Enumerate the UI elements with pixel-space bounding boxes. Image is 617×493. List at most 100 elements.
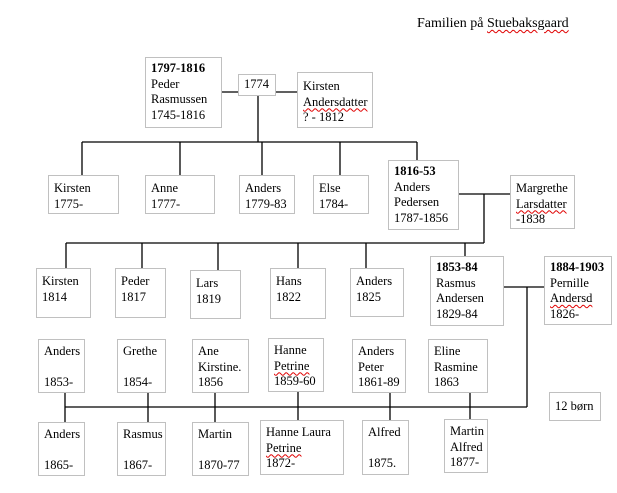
person-child: Alfred 1875.: [362, 420, 409, 475]
name-2: [123, 443, 165, 459]
name: Kirsten: [54, 181, 91, 195]
marriage-year: 1774: [238, 74, 276, 96]
name: Anders: [356, 274, 393, 288]
person-child: Grethe 1854-: [117, 339, 166, 393]
title-text: Familien på: [417, 16, 487, 31]
lifespan: 1859-60: [274, 374, 316, 388]
lifespan: 1870-77: [198, 458, 240, 472]
lifespan: 1779-83: [245, 196, 287, 211]
children-count: 12 børn: [549, 392, 601, 421]
name: Anders: [394, 179, 431, 194]
lifespan: 1865-: [44, 458, 74, 472]
lifespan: 1863: [434, 375, 459, 389]
lifespan: 1875.: [368, 456, 397, 470]
name: Pernille: [550, 275, 589, 290]
person-child: Anders 1853-: [38, 339, 85, 393]
birth-year: 1819: [196, 291, 221, 306]
surname: Andersd: [550, 291, 593, 305]
lifespan: 1872-: [266, 456, 296, 470]
name: Hanne Laura: [266, 425, 331, 439]
name-2: Kirstine.: [198, 359, 242, 374]
surname: Andersdatter: [303, 94, 368, 109]
person-kirsten-andersdatter: Kirsten Andersdatter ? - 1812: [297, 72, 373, 128]
lifespan: 1877-: [450, 455, 480, 469]
surname: Rasmussen: [151, 92, 208, 106]
name: Eline: [434, 344, 461, 358]
tenure-period: 1853-84: [436, 260, 478, 274]
name-2: Petrine: [274, 358, 310, 373]
name: Grethe: [123, 344, 158, 358]
name: Anne: [151, 181, 179, 195]
name-2: Petrine: [266, 440, 302, 455]
person-child: Rasmus 1867-: [117, 422, 166, 476]
birth-year: 1817: [121, 289, 146, 304]
name-2: [44, 360, 84, 376]
person-child: Anders 1865-: [38, 422, 85, 476]
name: Hans: [276, 274, 302, 288]
person-pernille-andersd: 1884-1903 Pernille Andersd 1826-: [544, 256, 612, 325]
name-2: [198, 443, 248, 459]
lifespan: 1775-: [54, 196, 84, 211]
tenure-period: 1816-53: [394, 164, 436, 178]
person-peder-rasmussen: 1797-1816 Peder Rasmussen 1745-1816: [145, 57, 222, 128]
name: Alfred: [368, 425, 401, 439]
name: Martin: [198, 427, 233, 441]
name: Ane: [198, 344, 219, 358]
name: Anders: [44, 344, 81, 358]
birth-year: 1825: [356, 289, 381, 304]
lifespan: 1854-: [123, 375, 153, 389]
name-2: Alfred: [450, 439, 483, 454]
name-2: [368, 441, 408, 457]
person-anders-pedersen: 1816-53 Anders Pedersen 1787-1856: [388, 160, 459, 230]
lifespan: 1856: [198, 375, 223, 389]
title-place: Stuebaksgaard: [487, 16, 569, 31]
name: Lars: [196, 276, 219, 290]
birth-year: 1814: [42, 289, 67, 304]
name: Martin: [450, 424, 485, 438]
children-count-text: 12 børn: [555, 399, 594, 413]
name: Rasmus: [123, 427, 163, 441]
page-title: Familien på Stuebaksgaard: [417, 16, 569, 32]
name-2: Rasmine: [434, 359, 478, 374]
marriage-year-text: 1774: [244, 77, 269, 91]
lifespan: 1829-84: [436, 306, 478, 321]
tenure-period: 1797-1816: [151, 61, 206, 75]
name-2: [44, 443, 84, 459]
name: Anders: [44, 427, 81, 441]
surname: Pedersen: [394, 195, 440, 209]
person-rasmus-andersen: 1853-84 Rasmus Andersen 1829-84: [430, 256, 504, 326]
name: Hanne: [274, 343, 307, 357]
surname: Larsdatter: [516, 196, 567, 211]
name: Peder: [121, 274, 150, 288]
birth-year: 1822: [276, 289, 301, 304]
name: Peder: [151, 76, 180, 91]
name-2: Peter: [358, 359, 384, 374]
person-margrethe-larsdatter: Margrethe Larsdatter -1838: [510, 175, 575, 229]
name: Anders: [358, 344, 395, 358]
lifespan: 1853-: [44, 375, 74, 389]
lifespan: 1777-: [151, 196, 181, 211]
lifespan: 1784-: [319, 196, 349, 211]
lifespan: 1745-1816: [151, 107, 206, 122]
lifespan: ? - 1812: [303, 110, 344, 124]
name: Kirsten: [42, 274, 79, 288]
lifespan: 1867-: [123, 458, 153, 472]
name: Else: [319, 181, 341, 195]
name: Kirsten: [303, 79, 340, 93]
lifespan: 1826-: [550, 306, 580, 321]
name-2: [123, 360, 165, 376]
